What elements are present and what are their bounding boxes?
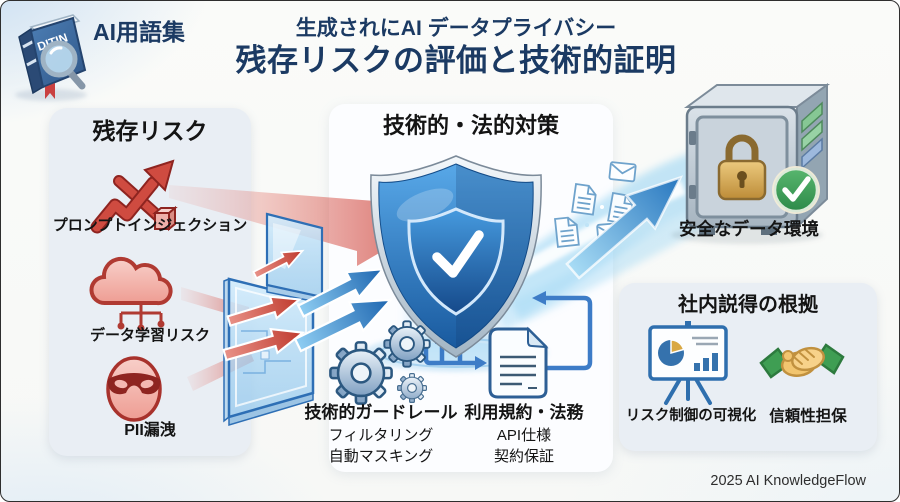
shield-checkmark-icon bbox=[432, 230, 484, 278]
measure-sub-contract: 契約保証 bbox=[493, 448, 554, 465]
page-title: 残存リスクの評価と技術的証明 bbox=[235, 43, 677, 78]
page-subtitle: 生成されにAI データプライバシー bbox=[295, 17, 617, 40]
data-learning-cloud-icon bbox=[89, 256, 173, 332]
measure-label-legal: 利用規約・法務 bbox=[464, 403, 584, 422]
handshake-icon bbox=[759, 343, 845, 379]
evidence-label-visualization: リスク制御の可視化 bbox=[625, 408, 757, 424]
measures-panel-title: 技術的・法的対策 bbox=[382, 113, 559, 138]
bookmark-ribbon-icon bbox=[45, 83, 55, 99]
padlock-icon bbox=[717, 134, 767, 201]
check-badge-icon bbox=[772, 166, 820, 214]
chart-presentation-icon bbox=[648, 321, 728, 405]
masked-face-icon bbox=[106, 356, 162, 422]
measure-label-guardrails: 技術的ガードレール bbox=[304, 403, 458, 422]
measure-sub-masking: 自動マスキング bbox=[328, 448, 434, 465]
injection-arrows-icon bbox=[90, 159, 178, 234]
risk-panel-title: 残存リスク bbox=[92, 118, 208, 144]
legal-document-icon bbox=[488, 326, 549, 399]
shield-icon bbox=[370, 155, 542, 358]
footer-credit: 2025 AI KnowledgeFlow bbox=[710, 473, 866, 489]
glossary-badge-label: AI用語集 bbox=[93, 19, 185, 45]
risk-item-label-pii-leak: PII漏洩 bbox=[124, 422, 176, 439]
stream-envelope-icon bbox=[608, 161, 637, 183]
safe-environment-label: 安全なデータ環境 bbox=[679, 219, 819, 239]
measure-sub-filtering: フィルタリング bbox=[328, 427, 434, 444]
risk-item-label-data-learning: データ学習リスク bbox=[89, 327, 210, 344]
safe-vault-icon bbox=[671, 83, 831, 244]
stream-document-icon bbox=[571, 183, 598, 216]
evidence-panel-title: 社内説得の根拠 bbox=[678, 294, 818, 316]
measure-sub-api-spec: API仕様 bbox=[496, 427, 552, 444]
risk-item-label-prompt-injection: プロンプトインジェクション bbox=[52, 217, 248, 234]
glossary-book-icon: DITIN bbox=[15, 14, 87, 101]
evidence-label-trust: 信頼性担保 bbox=[769, 408, 847, 425]
magnifier-icon bbox=[40, 40, 86, 90]
